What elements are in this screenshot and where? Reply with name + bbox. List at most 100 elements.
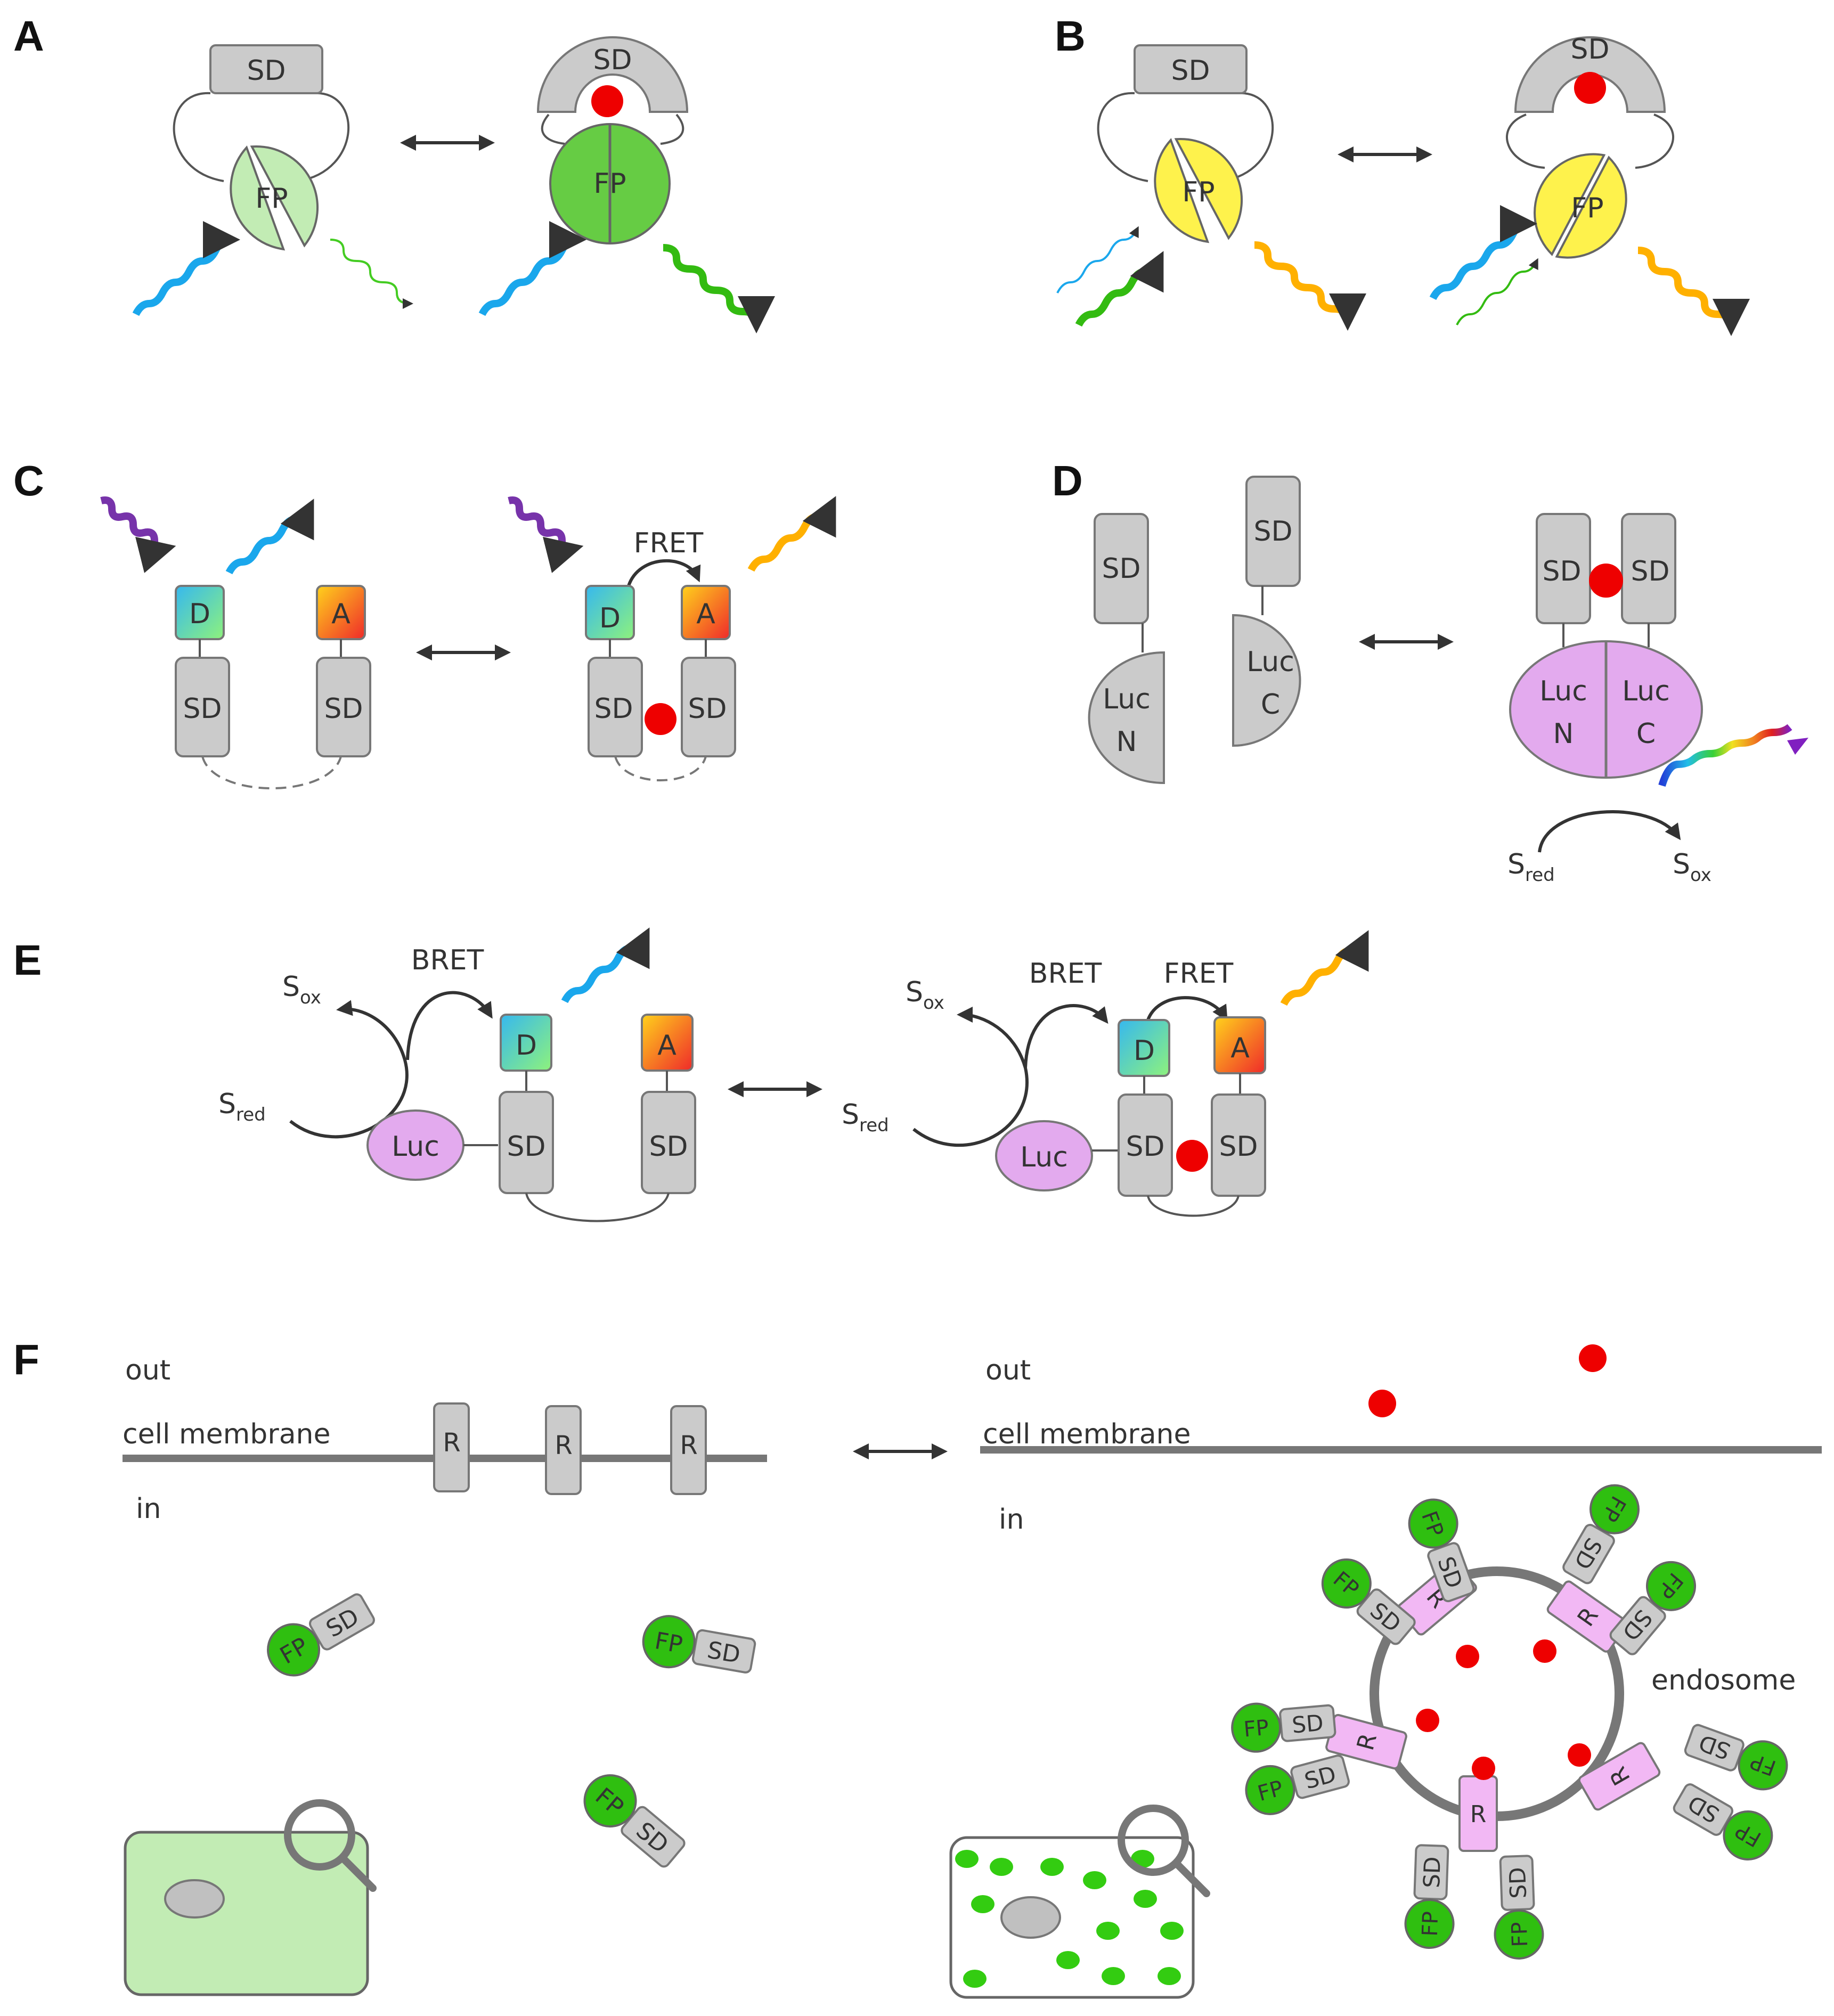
- luc-n-fragment: [1088, 651, 1165, 785]
- luc-c-label: C: [1261, 689, 1280, 721]
- in-label: in: [136, 1493, 161, 1525]
- svg-text:R: R: [1470, 1801, 1487, 1828]
- luc-label: Luc: [1622, 675, 1670, 707]
- sox-label: Sox: [282, 971, 321, 1008]
- sensing-domain: [1094, 513, 1149, 624]
- svg-text:SD: SD: [705, 1636, 743, 1669]
- luc-label: Luc: [1020, 1141, 1068, 1173]
- fp-sd-sensor: SD FP: [1231, 1702, 1336, 1753]
- fp-label: FP: [1571, 192, 1603, 224]
- excitation-wave: [478, 221, 586, 316]
- sd-label: SD: [1570, 34, 1609, 66]
- excitation-wave: [132, 221, 240, 316]
- fp-half-left: [230, 145, 286, 251]
- luc-n-label: N: [1116, 726, 1137, 758]
- ligand: [1176, 1140, 1208, 1172]
- fp-label: FP: [593, 168, 626, 200]
- cell-punctate: [949, 1836, 1195, 1999]
- magnifier-icon: [284, 1799, 355, 1871]
- cell-membrane-label: cell membrane: [123, 1418, 331, 1450]
- receptor-sensor-complex: R: [1578, 1742, 1661, 1811]
- svg-text:SD: SD: [1504, 1867, 1531, 1899]
- panel-c: C D A SD SD FRET D A SD SD: [13, 457, 836, 789]
- acceptor-emission-wave: [747, 496, 836, 572]
- sd-label: SD: [593, 44, 632, 76]
- linker-loop: [541, 113, 684, 145]
- receptor: [433, 1402, 470, 1492]
- fp-sd-sensor: SD FP: [1494, 1855, 1544, 1960]
- acceptor-label: A: [1230, 1032, 1250, 1064]
- linker-loop: [1506, 113, 1674, 169]
- sensing-domain-bound: [1514, 36, 1666, 113]
- sd-label: SD: [594, 693, 633, 725]
- svg-text:FP: FP: [653, 1627, 684, 1659]
- panel-label-f: F: [13, 1336, 39, 1383]
- emission-wave: [1254, 241, 1366, 331]
- fp-label: FP: [255, 183, 288, 215]
- receptor-sensor-complex: R: [1546, 1580, 1628, 1653]
- sd-label: SD: [507, 1131, 545, 1163]
- excitation-wave: [508, 496, 584, 573]
- donor-label: D: [599, 602, 621, 634]
- luc-label: Luc: [392, 1131, 439, 1163]
- donor-label: D: [516, 1030, 537, 1062]
- fp-sd-sensor: SD FP: [1684, 1724, 1788, 1791]
- fp-half-right: [1555, 156, 1627, 259]
- sd-label: SD: [183, 693, 222, 725]
- sensing-domain: [1134, 44, 1248, 94]
- substrate-arrow: [1538, 810, 1681, 853]
- sensing-domain: [1118, 1093, 1173, 1197]
- fret-arrow: [627, 559, 701, 587]
- out-label: out: [985, 1354, 1031, 1386]
- substrate-s: Sred: [1507, 848, 1555, 886]
- sensing-domain: [316, 657, 371, 757]
- panel-label-d: D: [1052, 457, 1083, 504]
- sd-label: SD: [1253, 516, 1292, 548]
- sd-label: SD: [688, 693, 727, 725]
- sensing-domain: [1245, 476, 1301, 587]
- svg-text:SD: SD: [1419, 1856, 1446, 1889]
- emission-wave-strong: [663, 244, 775, 333]
- cell-membrane-label: cell membrane: [983, 1418, 1191, 1450]
- excitation-wave-weak: [1456, 258, 1538, 325]
- panel-d: D SD Luc N SD Luc C SD SD Luc N Luc C Sr…: [1052, 457, 1808, 886]
- sox-label: Sox: [906, 976, 944, 1014]
- fret-arrow: [1146, 996, 1228, 1022]
- ligand: [1472, 1757, 1495, 1780]
- linker-loop: [173, 92, 350, 182]
- receptor-sensor-complex: R: [1458, 1775, 1498, 1852]
- svg-text:SD: SD: [1291, 1710, 1324, 1739]
- ligand: [1568, 1743, 1591, 1767]
- endosome-puncta: [955, 1850, 1184, 1988]
- fp-sd-sensor: SD FP: [1673, 1783, 1773, 1860]
- substrate-arrow: [912, 1007, 1029, 1147]
- sensing-domain: [209, 44, 323, 94]
- fp-sd-sensor: SD FP: [1408, 1498, 1475, 1603]
- panel-label-a: A: [13, 12, 44, 60]
- svg-text:FP: FP: [1243, 1716, 1270, 1742]
- sred-label: Sred: [218, 1088, 266, 1125]
- receptor: [670, 1405, 707, 1495]
- sd-label: SD: [1219, 1131, 1258, 1163]
- magnifier-handle: [340, 1855, 377, 1892]
- sd-label: SD: [247, 55, 286, 87]
- out-label: out: [125, 1354, 170, 1386]
- magnifier-icon: [1118, 1805, 1189, 1876]
- sd-label: SD: [1102, 553, 1140, 585]
- fp-sd-sensor: SD FP: [583, 1774, 686, 1868]
- panel-label-b: B: [1055, 12, 1086, 60]
- sd-label: SD: [1171, 55, 1210, 87]
- bret-arrow: [406, 991, 493, 1060]
- ligand: [645, 703, 676, 735]
- fp-half-left: [1154, 138, 1210, 243]
- luminescence-wave: [1658, 724, 1792, 787]
- excitation-wave: [100, 496, 176, 573]
- sd-label: SD: [1631, 556, 1669, 587]
- cell-diffuse: [124, 1831, 369, 1996]
- sd-label: SD: [324, 693, 363, 725]
- receptor-label: R: [555, 1431, 572, 1460]
- acceptor-emission-wave: [1280, 930, 1369, 1006]
- ligand: [1533, 1639, 1556, 1663]
- panel-label-e: E: [13, 936, 42, 984]
- linker-loop: [525, 1193, 670, 1222]
